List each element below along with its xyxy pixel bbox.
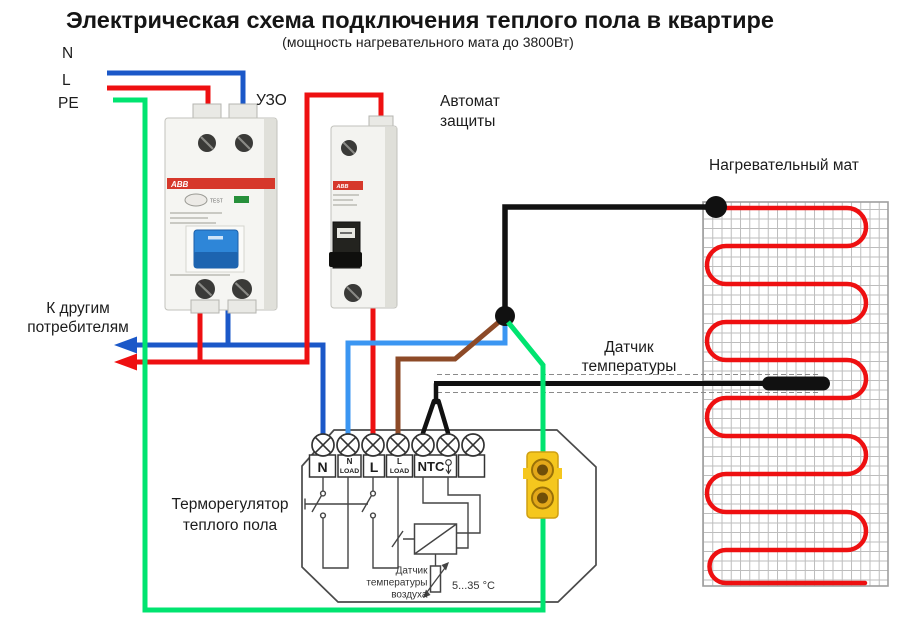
mat-connection-dot [705,196,727,218]
ntc-probe-icon [445,459,452,475]
setpoint-potentiometer [429,565,442,593]
thermostat-internal-circuit [304,477,481,598]
rcd-terminal [227,299,257,314]
page-subtitle: (мощность нагревательного мата до 3800Вт… [282,34,574,50]
rcd-toggle-lip [194,252,238,268]
breaker-brand-stripe [333,181,363,190]
consumers-label-2: потребителям [27,319,129,336]
neutral-arrow-icon [114,336,137,354]
wire-neutral-bus [134,342,326,434]
temp-range-label: 5...35 °C [452,580,495,592]
air-sensor-label-1: Датчик [396,566,428,577]
terminal-block-lug [557,468,562,479]
thermostat-label-1: Терморегулятор [171,496,288,513]
wire-load-line [395,319,502,434]
terminal-label-l: L [370,459,379,475]
wire-mat-cold-lead [502,204,716,316]
terminal-label-ntc: NTC [418,459,445,474]
breaker-label-2: защиты [440,113,495,130]
rcd-test-label: TEST [210,199,223,205]
breaker-brand-label: ABB [336,184,349,190]
earth-terminal-block [523,451,562,519]
terminal-label-lload-bottom: LOAD [390,468,409,475]
terminal-label-lload-top: L [397,457,402,466]
neutral-wires [107,70,326,434]
wire-neutral-supply [107,70,246,112]
supply-label-earth: PE [58,95,79,112]
rcd-indicator-led [234,196,249,203]
page-title: Электрическая схема подключения теплого … [66,7,774,33]
temp-sensor-label-2: температуры [582,358,677,375]
thermostat-label-2: теплого пола [183,517,278,534]
line-arrow-icon [114,353,137,371]
breaker-spec-text-lines [333,194,359,206]
rcd-side-shade [264,119,277,309]
rcd-terminal [190,299,220,314]
rcd-screws-bottom [195,279,252,299]
rcd-screws-top [198,134,253,152]
floor-sensor-bulb [762,376,830,391]
breaker-toggle-handle [329,252,362,267]
thermostat-terminals [311,433,485,457]
wire-earth [113,97,546,613]
rcd-brand-label: ABB [170,180,189,189]
supply-label-line: L [62,72,71,89]
breaker-label-1: Автомат [440,93,500,110]
sensor-lead-split [420,381,451,436]
consumers-label-1: К другим [46,300,110,317]
terminal-label-nload-top: N [347,457,353,466]
wire-load-neutral [345,324,508,434]
rcd-test-button [184,193,208,207]
terminal-label-nload-bottom: LOAD [340,468,359,475]
breaker-device: ABB [329,115,398,309]
supply-label-neutral: N [62,45,73,62]
heating-mat [702,201,889,587]
rcd-label: УЗО [256,92,287,109]
temp-sensor-label-1: Датчик [604,339,654,356]
wire-line-bus-to-breaker [134,92,384,365]
terminal-block-lug [523,468,528,479]
breaker-side-shade [385,127,397,307]
heating-mat-label: Нагревательный мат [709,157,859,174]
terminal-box-spare [457,454,486,478]
thermostat: N N LOAD L L LOAD NTC [301,429,597,603]
floor-sensor [420,374,830,436]
terminal-label-n: N [317,459,327,475]
air-sensor-label-3: воздуха [391,590,428,601]
rcd-device: ABB TEST [164,103,278,314]
rcd-brand-stripe [167,178,275,189]
rcd-spec-text-lines [170,212,230,276]
air-sensor-label-2: температуры [366,578,427,589]
rcd-toggle-mark [208,236,223,240]
heating-cable [704,205,869,586]
